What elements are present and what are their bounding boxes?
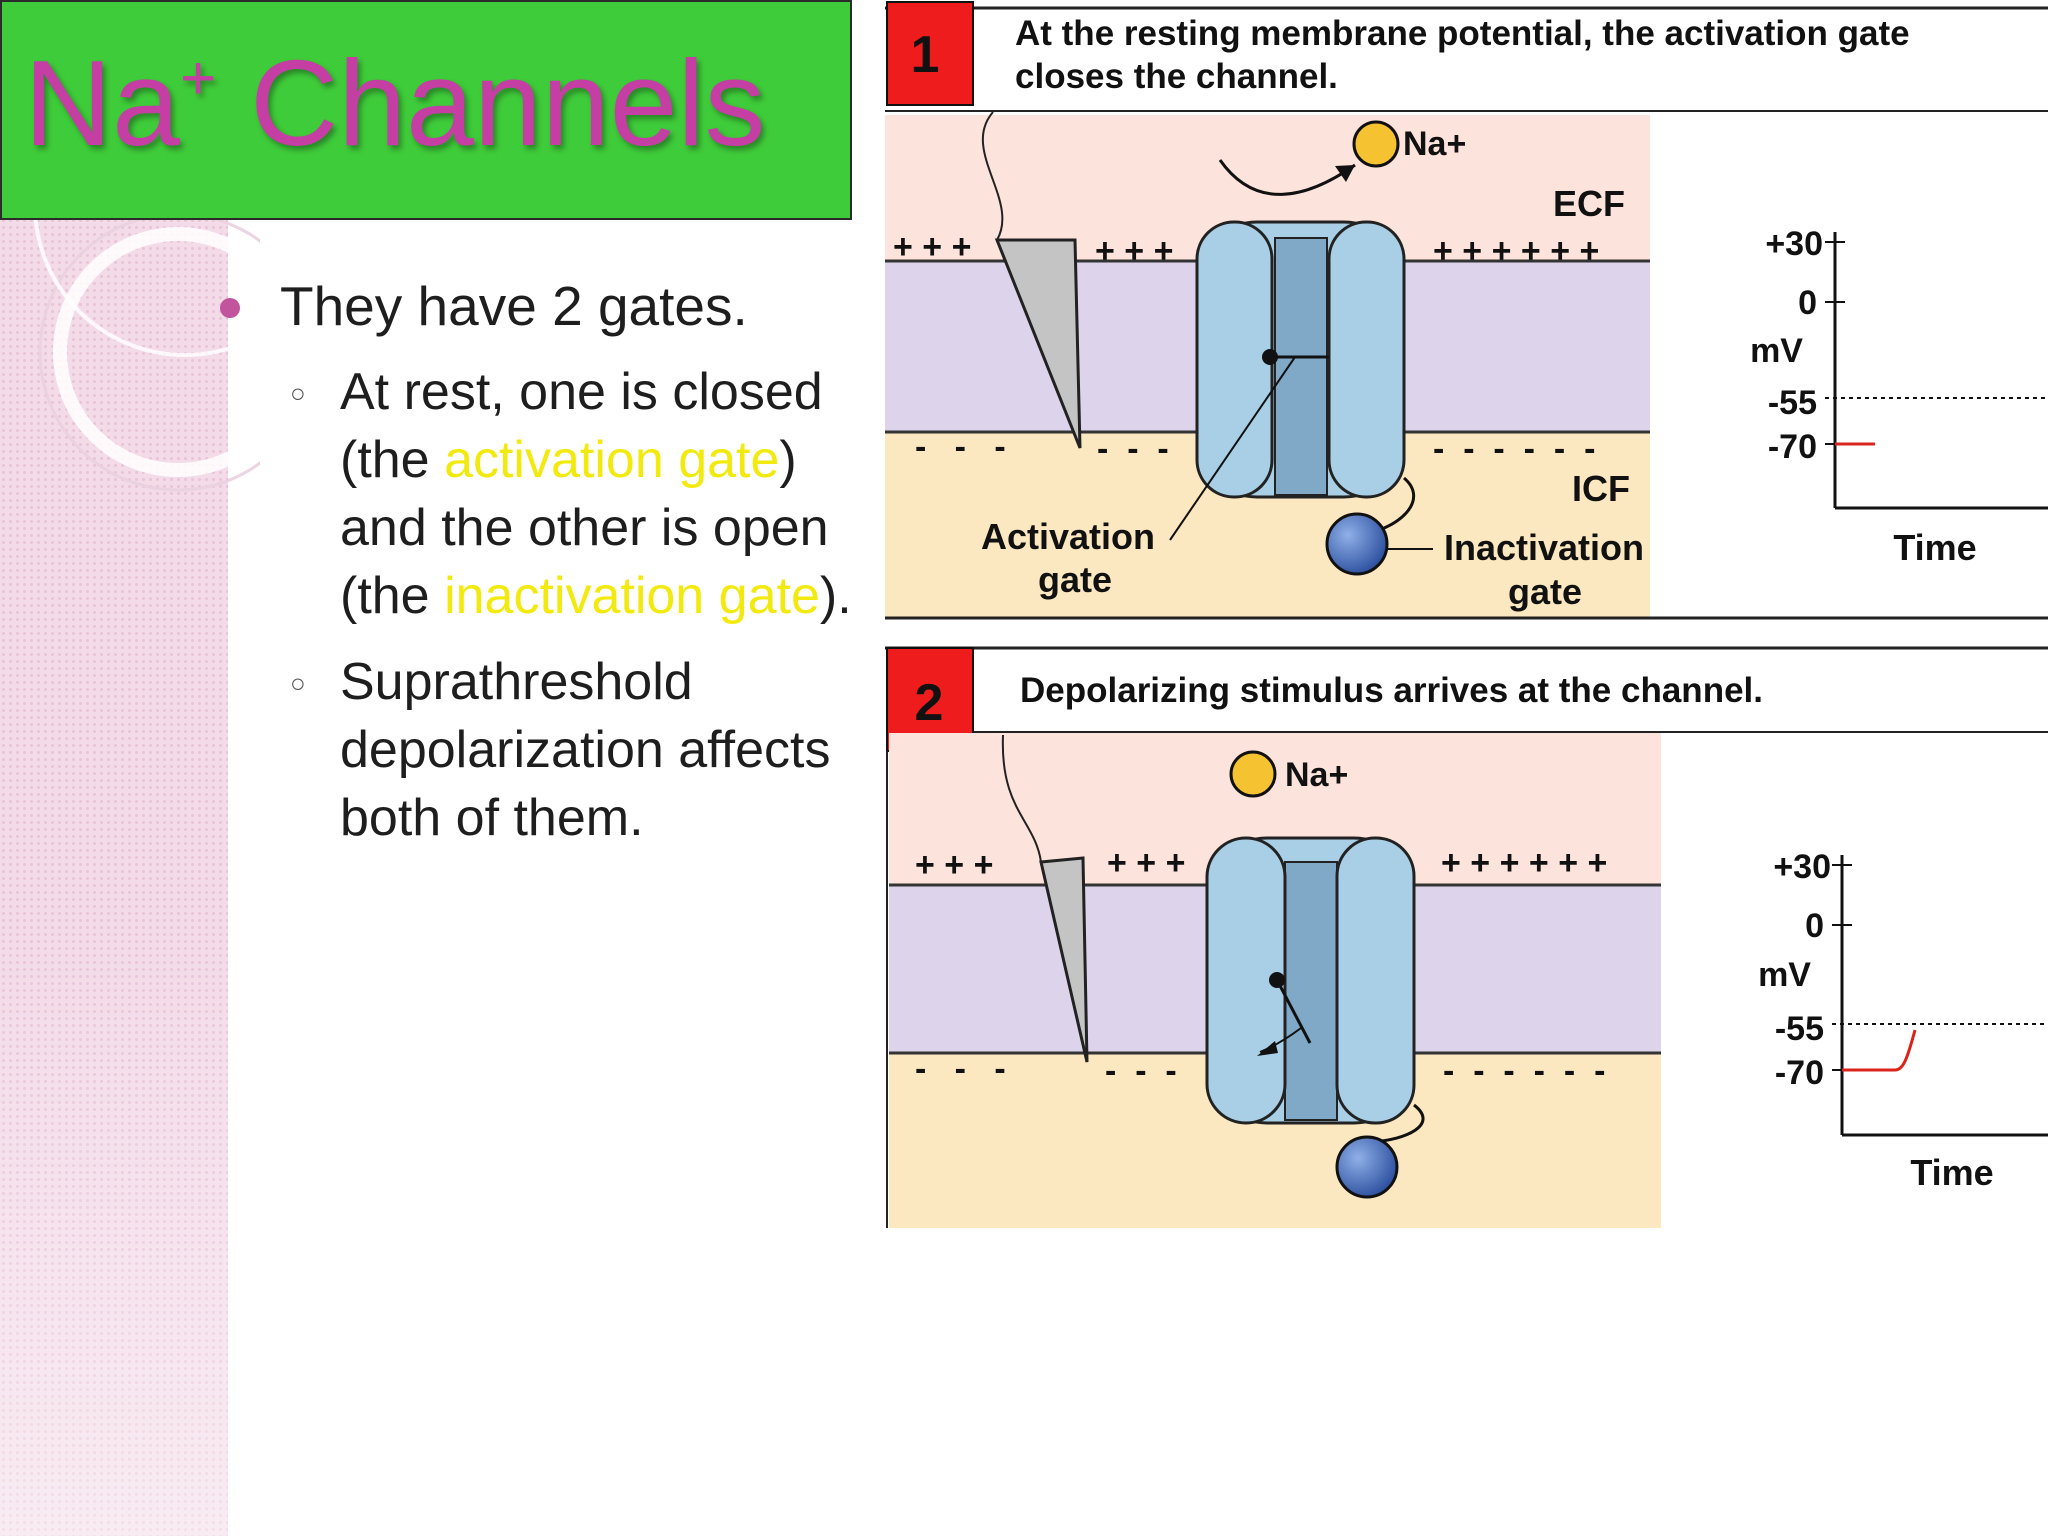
icf-label: ICF [1572, 468, 1630, 509]
sub-bullet-text: Suprathreshold depolarization affects bo… [340, 653, 831, 847]
inactivation-ball [1325, 512, 1389, 576]
activation-gate-label: Activation [981, 516, 1155, 557]
panel-2-caption: Depolarizing stimulus arrives at the cha… [1020, 671, 1763, 710]
axis-unit-label: mV [1758, 956, 1811, 994]
tick-label: -55 [1775, 1010, 1824, 1048]
bullet-list: They have 2 gates. ○ At rest, one is clo… [215, 272, 855, 852]
voltage-trace [1842, 1029, 1917, 1072]
charge-plus: + + + [1095, 232, 1173, 270]
charge-minus: - - - - - - [1443, 1052, 1605, 1090]
inactivation-ball [1335, 1135, 1399, 1199]
charge-minus: - - - [1105, 1052, 1177, 1090]
sub-bullet-item: ○ Suprathreshold depolarization affects … [215, 648, 855, 852]
panel-1-voltage-graph: +30 0 mV -55 -70 Time [1750, 225, 2048, 568]
activation-gate-bar [1275, 979, 1312, 1044]
panel-1: 1 At the resting membrane potential, the… [885, 1, 2048, 620]
na-ion [1352, 120, 1400, 168]
channel-pore [1284, 861, 1338, 1121]
charge-plus: + + + [893, 228, 971, 266]
highlight-inactivation-gate: inactivation gate [444, 567, 820, 625]
sub-bullet-text: ). [819, 567, 852, 625]
charge-minus: - - - [1097, 430, 1169, 468]
title-na: Na [24, 35, 180, 171]
na-ion-label: Na+ [1403, 125, 1466, 163]
charge-minus: - - - - - - [1433, 430, 1595, 468]
inactivation-gate-label: Inactivation [1444, 527, 1644, 568]
charge-minus: - - - [915, 428, 1006, 466]
na-channel-diagram: 1 At the resting membrane potential, the… [885, 1, 2048, 1228]
title-banner: Na+ Channels [0, 0, 852, 220]
x-axis-label: Time [1893, 527, 1976, 568]
charge-plus: + + + [1107, 844, 1185, 882]
activation-gate-label: gate [1038, 559, 1112, 600]
tick-label: -70 [1768, 428, 1817, 466]
sub-bullet-ring-icon: ○ [290, 378, 306, 408]
sub-bullet-item: ○ At rest, one is closed (the activation… [215, 358, 855, 630]
slide-title: Na+ Channels [24, 42, 766, 164]
na-ion [1229, 750, 1277, 798]
tick-label: -70 [1775, 1054, 1824, 1092]
highlight-activation-gate: activation gate [444, 431, 780, 489]
panel-2-voltage-graph: +30 0 mV -55 -70 Time [1758, 848, 2048, 1193]
tick-label: +30 [1765, 225, 1823, 263]
electrode [1039, 856, 1089, 1063]
ecf-label: ECF [1553, 183, 1625, 224]
title-channels: Channels [216, 35, 766, 171]
title-superscript: + [179, 44, 217, 113]
bullet-text: They have 2 gates. [280, 275, 748, 337]
tick-label: +30 [1773, 848, 1831, 886]
tick-label: 0 [1798, 284, 1817, 322]
charge-plus: + + + + + + [1441, 844, 1607, 882]
sub-bullet-ring-icon: ○ [290, 668, 306, 698]
tick-label: -55 [1768, 384, 1817, 422]
panel-1-number: 1 [911, 26, 940, 84]
channel-pore [1274, 237, 1328, 496]
panel-2-number: 2 [915, 674, 944, 732]
sub-bullet-text: ) and the other is open (the [340, 431, 829, 625]
inactivation-gate-label: gate [1508, 571, 1582, 612]
panel-2: 2 Depolarizing stimulus arrives at the c… [885, 646, 2048, 1228]
charge-plus: + + + [915, 846, 993, 884]
bullet-dot-icon [220, 298, 240, 318]
na-ion-label: Na+ [1285, 756, 1348, 794]
bullet-item: They have 2 gates. [215, 272, 855, 340]
electrode [994, 238, 1082, 449]
charge-minus: - - - [915, 1050, 1006, 1088]
charge-plus: + + + + + + [1433, 232, 1599, 270]
tick-label: 0 [1805, 907, 1824, 945]
x-axis-label: Time [1910, 1152, 1993, 1193]
panel-1-caption-line2: closes the channel. [1015, 57, 1338, 96]
axis-unit-label: mV [1750, 332, 1803, 370]
sub-bullet-text: At rest, one is closed (the [340, 363, 823, 489]
panel-1-badge [886, 1, 974, 106]
panel-1-caption: At the resting membrane potential, the a… [1015, 14, 1910, 53]
